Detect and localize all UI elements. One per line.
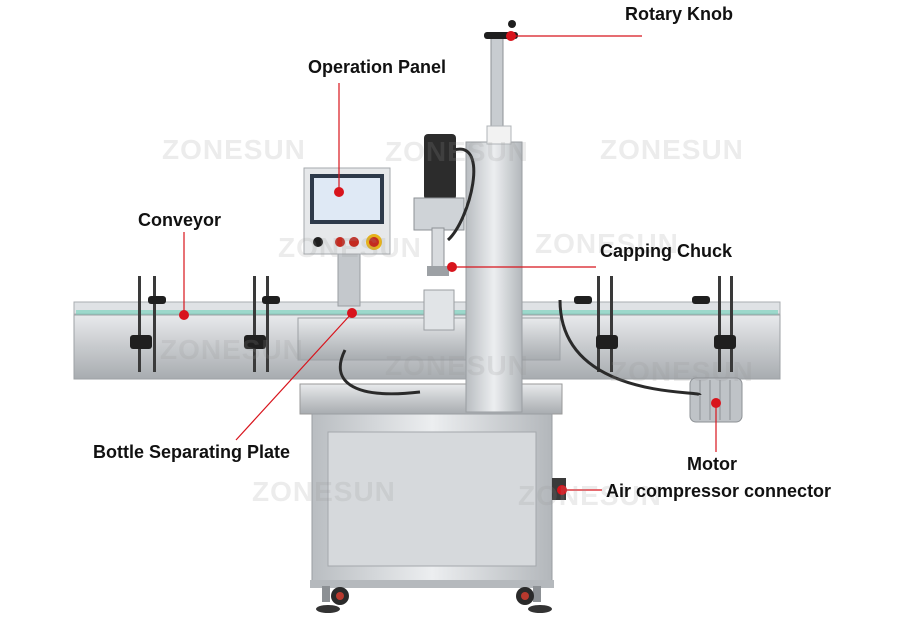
- watermark: ZONESUN: [610, 356, 754, 387]
- cabinet: [299, 383, 566, 613]
- panel-screen: [314, 178, 380, 220]
- callout-dot-rotary-knob: [506, 31, 516, 41]
- column-body: [465, 141, 523, 413]
- label-air-compressor-connector: Air compressor connector: [606, 481, 832, 501]
- guide-clamp: [130, 335, 152, 349]
- capping-chuck-head: [427, 266, 449, 276]
- cabinet-bottom-rail: [310, 580, 554, 588]
- watermark: ZONESUN: [518, 480, 662, 511]
- watermark: ZONESUN: [385, 350, 529, 381]
- cabinet-door: [327, 431, 537, 567]
- label-motor: Motor: [687, 454, 737, 474]
- guide-post: [718, 276, 721, 372]
- guide-clamp: [692, 296, 710, 304]
- callout-lines: [183, 35, 717, 491]
- guide-clamp: [574, 296, 592, 304]
- callout-dot-capping-chuck: [447, 262, 457, 272]
- guide-clamp: [244, 335, 266, 349]
- watermark: ZONESUN: [278, 232, 422, 263]
- operation-panel: [303, 167, 391, 307]
- guide-posts: [138, 276, 733, 372]
- guide-clamp: [596, 335, 618, 349]
- guide-clamp: [262, 296, 280, 304]
- watermark: ZONESUN: [600, 134, 744, 165]
- air-hose: [446, 147, 476, 242]
- callout-line-bottle-separating-plate: [235, 312, 353, 441]
- label-bottle-separating-plate: Bottle Separating Plate: [93, 442, 291, 462]
- guide-clamp: [714, 335, 736, 349]
- callout-dot-bottle-separating-plate: [347, 308, 357, 318]
- callout-dots: [179, 31, 721, 495]
- panel-button-red: [349, 237, 359, 247]
- cable: [338, 349, 421, 396]
- callout-dot-conveyor: [179, 310, 189, 320]
- guide-clamps: [130, 296, 736, 349]
- guide-post: [253, 276, 256, 372]
- guide-post: [730, 276, 733, 372]
- guide-post: [610, 276, 613, 372]
- label-conveyor: Conveyor: [138, 210, 222, 230]
- callout-dot-motor: [711, 398, 721, 408]
- emergency-stop-button: [369, 237, 379, 247]
- foot-left: [316, 605, 340, 613]
- chuck-mount: [413, 197, 465, 231]
- watermark: ZONESUN: [162, 134, 306, 165]
- guide-post: [153, 276, 156, 372]
- wheel-left-hub: [336, 592, 344, 600]
- wheel-right-hub: [521, 592, 529, 600]
- panel-button-red: [335, 237, 345, 247]
- cabinet-top: [299, 383, 563, 415]
- column-collar: [486, 125, 512, 145]
- panel-switch: [313, 237, 323, 247]
- label-capping-chuck: Capping Chuck: [600, 241, 733, 261]
- leg-right: [533, 586, 541, 602]
- foot-right: [528, 605, 552, 613]
- guide-clamp: [148, 296, 166, 304]
- watermark: ZONESUN: [385, 136, 529, 167]
- label-operation-panel: Operation Panel: [308, 57, 447, 77]
- guide-post: [138, 276, 141, 372]
- watermark: ZONESUN: [535, 228, 679, 259]
- air-hose: [558, 299, 702, 397]
- capping-motor: [424, 134, 456, 200]
- watermark: ZONESUN: [252, 476, 396, 507]
- label-rotary-knob: Rotary Knob: [625, 4, 733, 24]
- callout-dot-operation-panel: [334, 187, 344, 197]
- guide-post: [597, 276, 600, 372]
- guide-post: [266, 276, 269, 372]
- capping-chuck-shaft: [431, 227, 445, 269]
- rotary-knob-grip: [508, 20, 516, 28]
- callout-dot-air-compressor: [557, 485, 567, 495]
- leg-left: [322, 586, 330, 602]
- watermark: ZONESUN: [160, 334, 304, 365]
- bottle-holder: [423, 289, 455, 331]
